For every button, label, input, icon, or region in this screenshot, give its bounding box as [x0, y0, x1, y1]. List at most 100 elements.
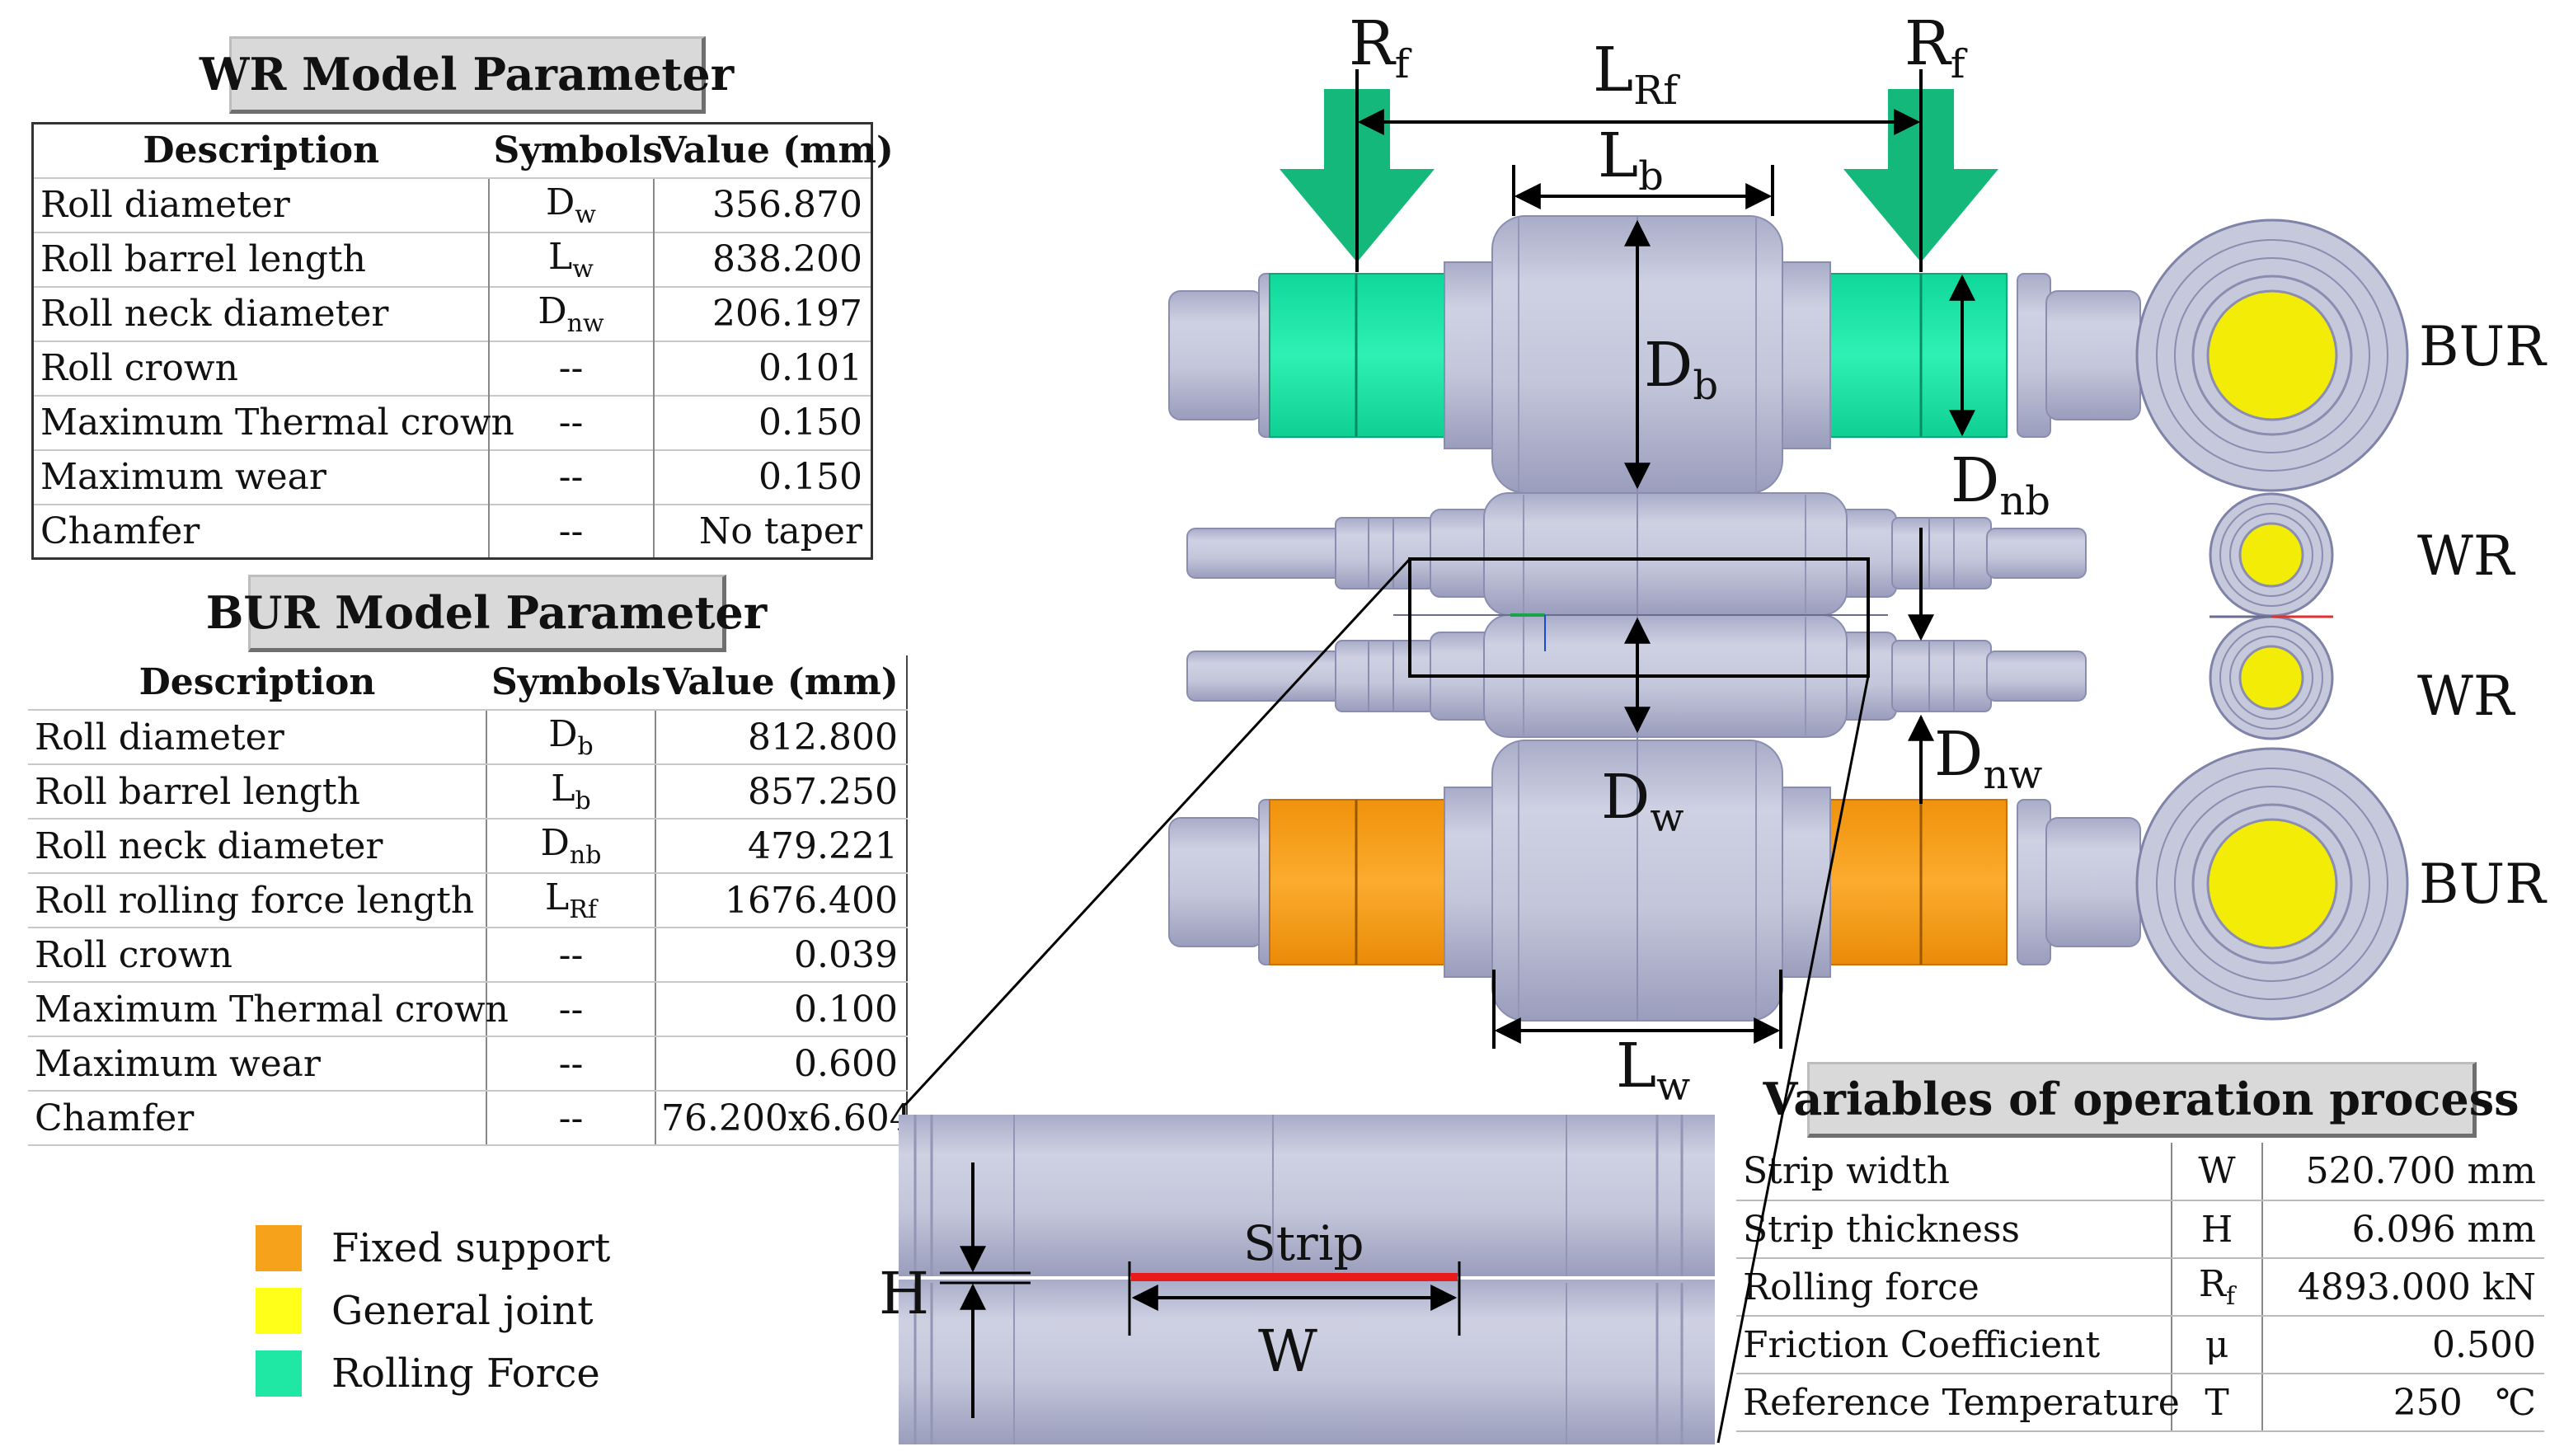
symbol-sub: nw — [566, 308, 604, 338]
value-cell: 520.700 mm — [2262, 1143, 2544, 1201]
symbol-cell: Rf — [2172, 1258, 2263, 1317]
label-sub: b — [1693, 362, 1719, 409]
legend-item-fixed-support: Fixed support — [256, 1225, 610, 1271]
zoomed-roll-gap-view — [899, 1115, 1715, 1444]
label-main: D — [1934, 719, 1984, 790]
legend-item-general-joint: General joint — [256, 1288, 594, 1334]
value-cell: 857.250 — [655, 763, 908, 820]
description-cell: Friction Coefficient — [1736, 1316, 2172, 1374]
symbol-main: H — [2200, 1208, 2233, 1251]
description-cell: Roll barrel length — [32, 231, 490, 287]
label-rf-right: Rf — [1904, 8, 1965, 87]
symbol-cell: -- — [488, 503, 655, 559]
symbol-cell: H — [2172, 1200, 2263, 1259]
table-row: Strip width W 520.700 mm — [1736, 1143, 2544, 1201]
symbol-main: D — [546, 181, 575, 223]
symbol-cell: Lw — [488, 231, 655, 287]
description-cell: Maximum Thermal crown — [28, 981, 509, 1037]
value-cell: 812.800 — [655, 710, 908, 765]
fixed-support-zone-right — [1827, 799, 2008, 965]
value-cell: 6.096 mm — [2262, 1200, 2544, 1259]
label-lrf: LRf — [1593, 35, 1678, 114]
description-cell: Strip width — [1736, 1143, 2172, 1201]
symbol-sub: w — [575, 200, 596, 229]
value-cell: 0.150 — [653, 394, 872, 450]
label-sub: f — [1394, 40, 1410, 87]
label-rf-left: Rf — [1349, 8, 1409, 87]
symbol-main: W — [2198, 1150, 2236, 1192]
label-h: H — [879, 1260, 930, 1327]
table-row: Maximum Thermal crown--0.100 — [28, 981, 908, 1037]
value-cell: No taper — [653, 503, 872, 559]
description-cell: Maximum wear — [28, 1036, 487, 1092]
description-cell: Roll barrel length — [28, 763, 487, 820]
label-main: R — [1904, 8, 1951, 79]
label-strip: Strip — [1243, 1215, 1364, 1271]
symbol-cell: -- — [488, 394, 655, 450]
table-row: Chamfer--No taper — [32, 503, 872, 559]
legend-label: General joint — [331, 1288, 594, 1334]
description-cell: Chamfer — [32, 503, 490, 559]
label-wr-bottom: WR — [2417, 665, 2515, 728]
symbol-cell: -- — [486, 1090, 656, 1146]
end-view-bottom-bur — [2135, 747, 2409, 1021]
table-row: Chamfer--76.200x6.604 — [28, 1090, 913, 1146]
symbol-main: D — [548, 713, 578, 756]
label-sub: nw — [1983, 751, 2043, 798]
description-cell: Roll crown — [28, 927, 487, 983]
legend-swatch — [256, 1288, 302, 1334]
symbol-main: R — [2198, 1263, 2227, 1306]
table-row: Strip thickness H 6.096 mm — [1736, 1200, 2544, 1259]
label-sub: b — [1638, 153, 1664, 200]
column-header: Description — [32, 123, 489, 179]
symbol-cell: W — [2172, 1143, 2263, 1201]
value-cell: 0.600 — [655, 1036, 908, 1092]
value-cell: 0.039 — [655, 927, 908, 983]
table-row: Roll crown -- 0.039 — [28, 927, 908, 983]
symbol-cell: -- — [486, 1036, 656, 1092]
symbol-main: -- — [558, 456, 584, 498]
label-lb: Lb — [1598, 120, 1664, 200]
description-cell: Roll crown — [32, 340, 490, 396]
symbol-sub: f — [2226, 1281, 2236, 1311]
label-main: D — [1601, 762, 1651, 833]
symbol-cell: T — [2172, 1374, 2263, 1432]
variables-panel-title-text: Variables of operation process — [1763, 1073, 2519, 1125]
value-cell: 356.870 — [712, 184, 862, 226]
label-lw: Lw — [1616, 1031, 1690, 1110]
value-cell: 76.200x6.604 — [655, 1090, 913, 1146]
symbol-main: -- — [558, 988, 584, 1031]
value-cell: 206.197 — [653, 285, 872, 341]
legend-label: Fixed support — [331, 1225, 611, 1271]
symbol-sub: w — [572, 254, 594, 284]
symbol-cell: Lb — [486, 763, 656, 820]
column-header: Value (mm) — [653, 123, 894, 179]
symbol-main: -- — [558, 933, 584, 976]
label-w: W — [1258, 1317, 1317, 1385]
end-view-lower-wr — [2209, 615, 2334, 740]
label-main: L — [1598, 120, 1639, 191]
label-main: L — [1593, 35, 1634, 106]
symbol-main: D — [540, 822, 570, 865]
wr-panel-title-text: WR Model Parameter — [199, 48, 735, 101]
table-row: Maximum Thermal crown--0.150 — [32, 394, 872, 450]
value-cell: 4893.000 kN — [2262, 1258, 2544, 1317]
wr-panel-title: WR Model Parameter — [200, 36, 734, 114]
description-cell: Roll neck diameter — [32, 285, 490, 341]
description-cell: Strip thickness — [1736, 1200, 2172, 1259]
label-wr-top: WR — [2417, 524, 2515, 588]
legend-swatch — [256, 1225, 302, 1271]
symbol-cell: -- — [486, 981, 656, 1037]
label-sub: f — [1950, 40, 1965, 87]
symbol-sub: nb — [569, 840, 602, 870]
value-cell: 479.221 — [655, 818, 908, 874]
